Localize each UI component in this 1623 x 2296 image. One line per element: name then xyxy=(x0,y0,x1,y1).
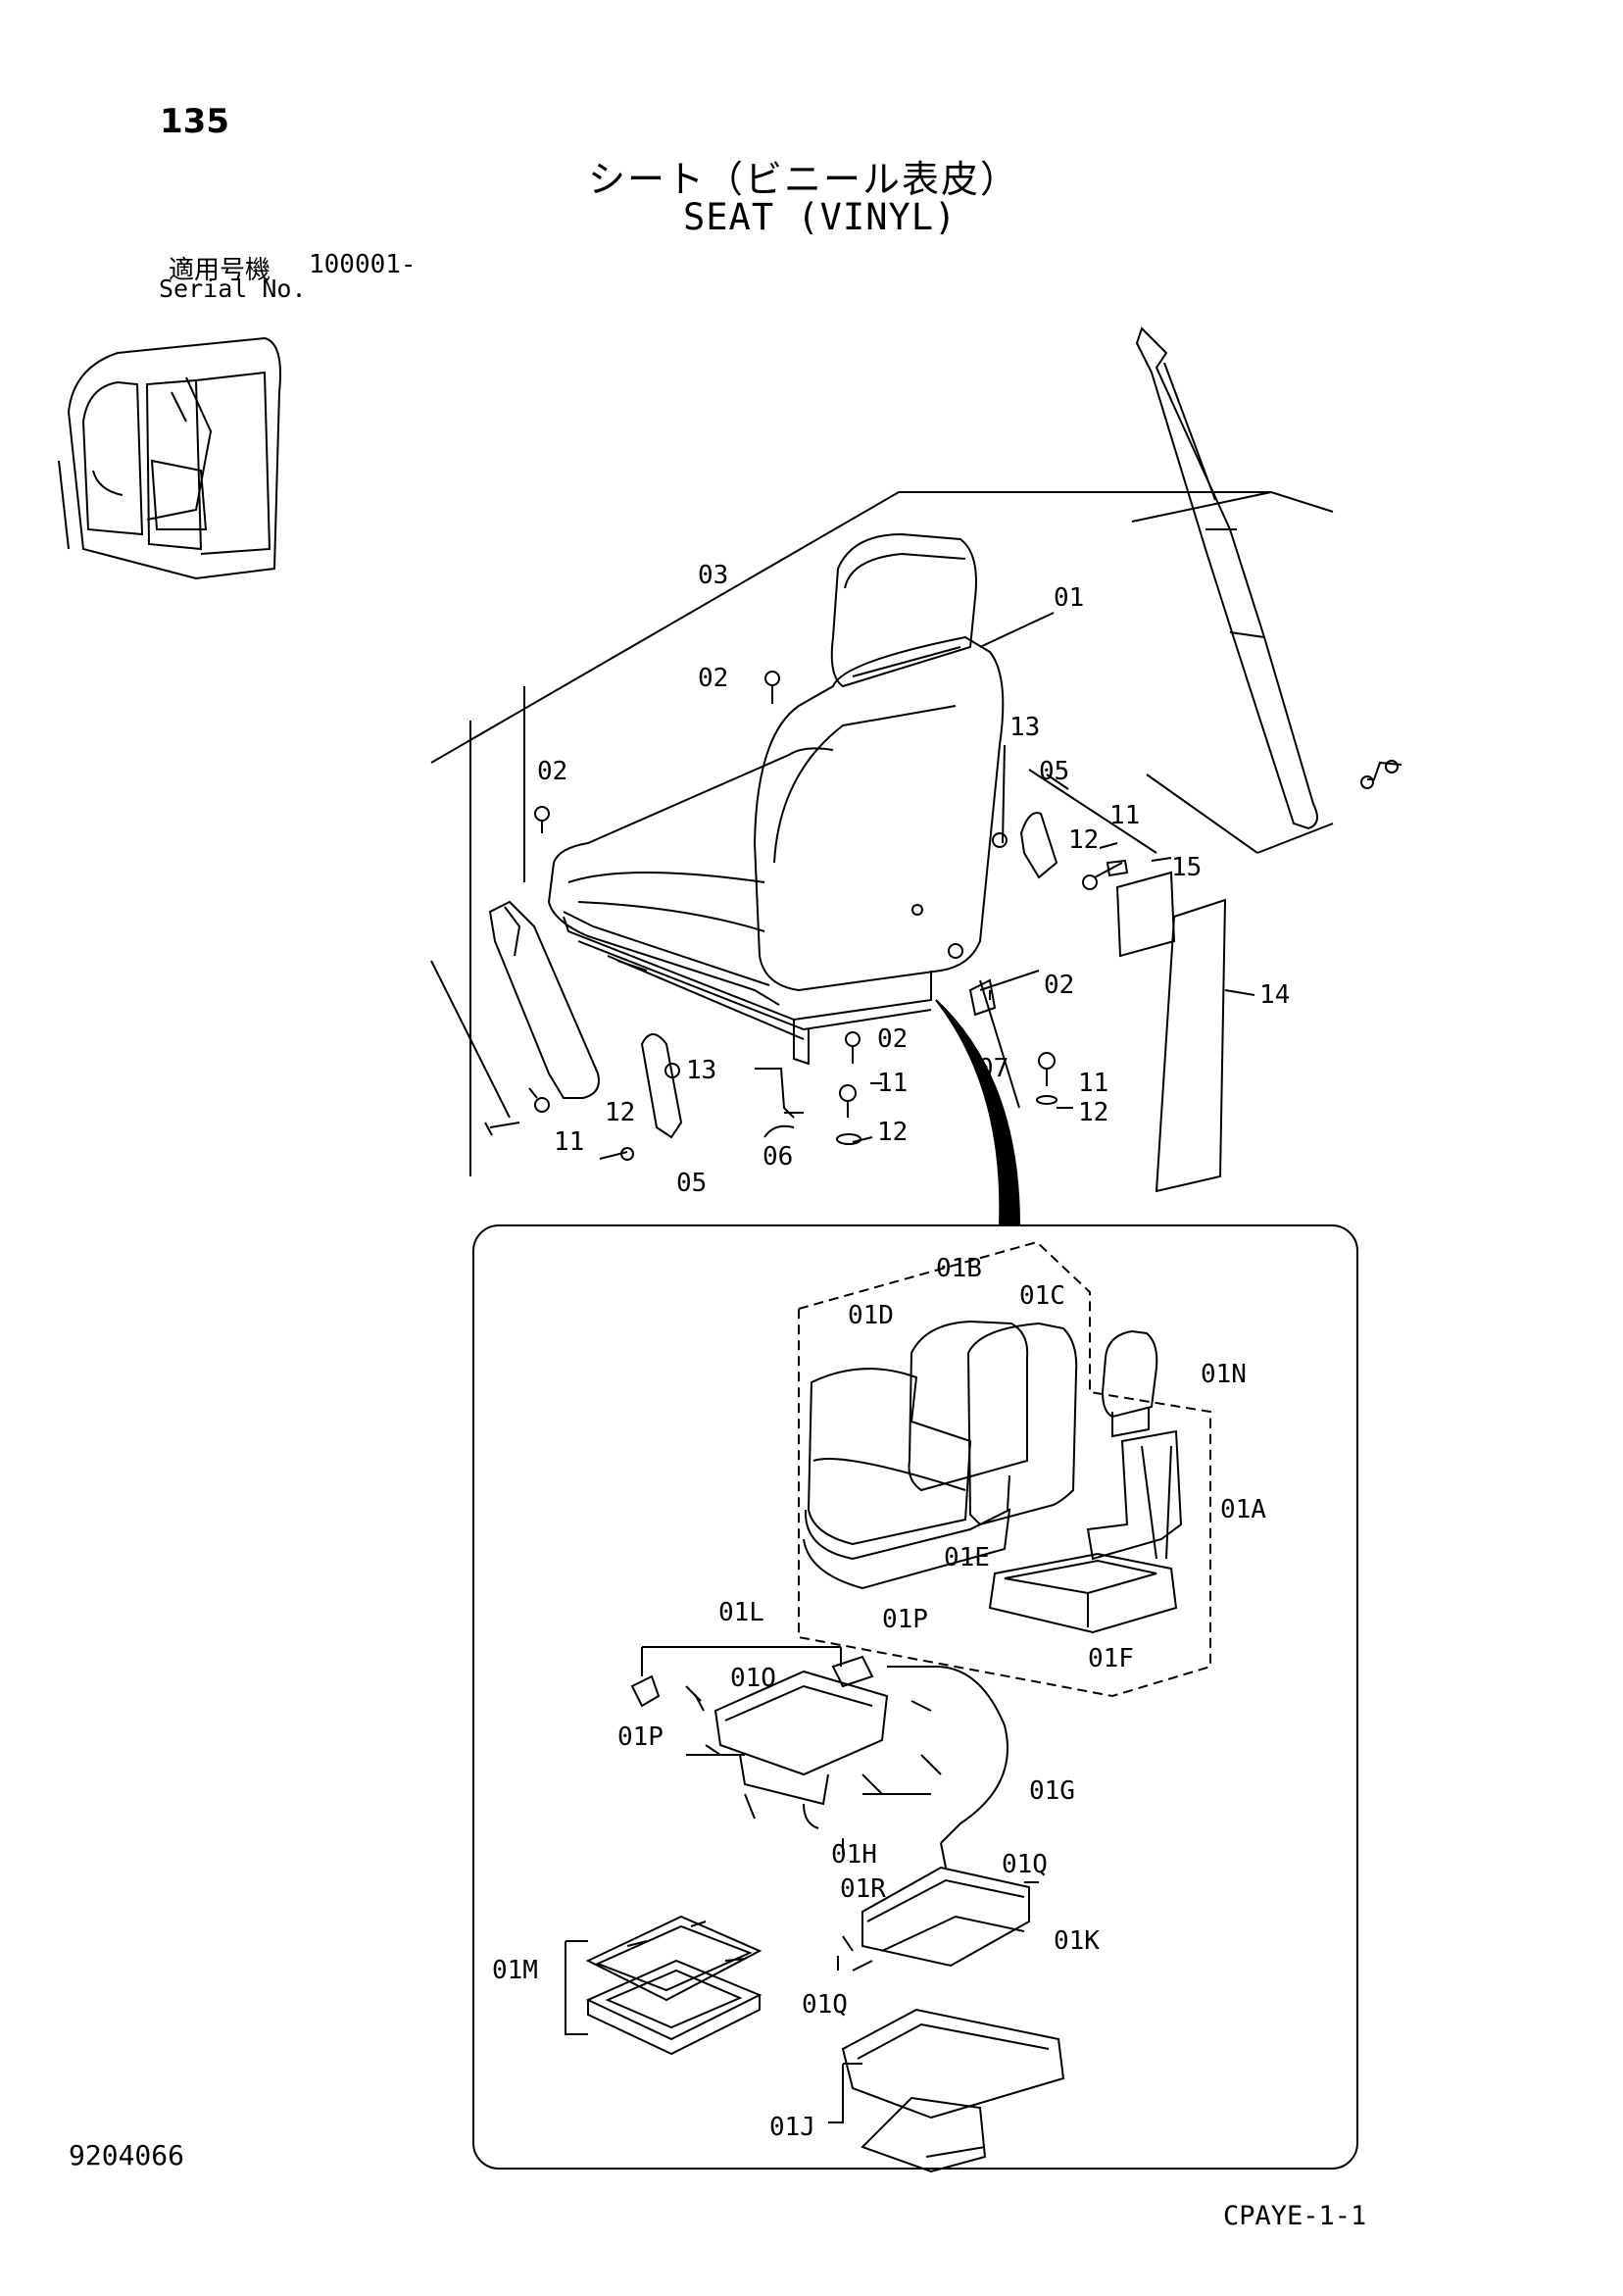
title-japanese: シート（ビニール表皮） xyxy=(588,158,1020,201)
callout-01P-b: 01P xyxy=(617,1722,664,1752)
callout-01O: 01O xyxy=(730,1664,776,1693)
leader-lines xyxy=(784,612,1255,1143)
callout-11-b: 11 xyxy=(1078,1069,1108,1098)
callout-01G: 01G xyxy=(1029,1776,1075,1806)
callout-05-a: 05 xyxy=(1039,757,1069,786)
rail-01j xyxy=(828,2008,1065,2173)
callout-02-a: 02 xyxy=(698,664,728,693)
callout-01D: 01D xyxy=(848,1301,894,1330)
callout-labels: 03 01 02 02 13 05 11 12 15 02 14 11 12 0… xyxy=(492,561,1290,2142)
fasteners xyxy=(484,671,1402,1193)
cushion-group-box xyxy=(798,1240,1211,1698)
callout-07: 07 xyxy=(978,1054,1008,1083)
callout-12-c: 12 xyxy=(877,1118,908,1147)
callout-01A: 01A xyxy=(1220,1495,1266,1524)
serial-label-japanese: 適用号機 xyxy=(169,256,271,285)
callout-03: 03 xyxy=(698,561,728,590)
callout-01R: 01R xyxy=(840,1874,886,1904)
callout-12-b: 12 xyxy=(1078,1098,1108,1127)
callout-01F: 01F xyxy=(1088,1644,1134,1673)
callout-13-b: 13 xyxy=(686,1056,716,1085)
slide-parts xyxy=(630,1646,1008,1853)
callout-05-b: 05 xyxy=(676,1169,707,1198)
page-number: 135 xyxy=(160,102,229,141)
callout-02-d: 02 xyxy=(877,1024,908,1054)
callout-01P-a: 01P xyxy=(882,1605,928,1634)
cab-thumbnail xyxy=(58,336,281,580)
callout-11-c: 11 xyxy=(877,1069,908,1098)
callout-14: 14 xyxy=(1259,980,1290,1010)
armrest-left xyxy=(488,900,600,1099)
callout-02-c: 02 xyxy=(1044,971,1074,1000)
assembly-outline xyxy=(430,491,1334,1176)
callout-06: 06 xyxy=(762,1142,793,1172)
seat-assembly xyxy=(547,532,1005,1066)
callout-01C: 01C xyxy=(1019,1281,1065,1311)
suspension-frame xyxy=(565,1915,762,2056)
detail-frame xyxy=(472,1224,1358,2170)
callout-01Q-a: 01Q xyxy=(1002,1850,1048,1879)
callout-01B: 01B xyxy=(936,1254,982,1283)
page-code: CPAYE-1-1 xyxy=(1223,2201,1367,2231)
callout-01Q-b: 01Q xyxy=(802,1990,848,2020)
callout-02-b: 02 xyxy=(537,757,567,786)
callout-15: 15 xyxy=(1171,853,1202,882)
callout-01H: 01H xyxy=(831,1840,877,1870)
serial-value: 100001- xyxy=(309,250,417,279)
callout-01: 01 xyxy=(1054,583,1084,613)
callout-01J: 01J xyxy=(769,2113,815,2142)
callout-01N: 01N xyxy=(1201,1360,1247,1389)
callout-11-d: 11 xyxy=(554,1127,584,1157)
callout-13-a: 13 xyxy=(1009,713,1040,742)
callout-01M: 01M xyxy=(492,1956,538,1985)
cushion-parts xyxy=(803,1320,1183,1634)
callout-01E: 01E xyxy=(944,1543,990,1572)
callout-01L: 01L xyxy=(718,1598,764,1627)
document-number: 9204066 xyxy=(69,2139,185,2171)
armrest-right xyxy=(1135,326,1318,830)
callout-12-d: 12 xyxy=(605,1098,635,1127)
callout-12-a: 12 xyxy=(1068,825,1099,855)
title-english: SEAT (VINYL) xyxy=(683,196,958,238)
detail-arrow xyxy=(935,999,1021,1226)
rail-parts xyxy=(837,1842,1039,1972)
callout-11-a: 11 xyxy=(1109,801,1140,830)
serial-label-english: Serial No. xyxy=(159,275,307,303)
callout-01K: 01K xyxy=(1054,1926,1100,1956)
